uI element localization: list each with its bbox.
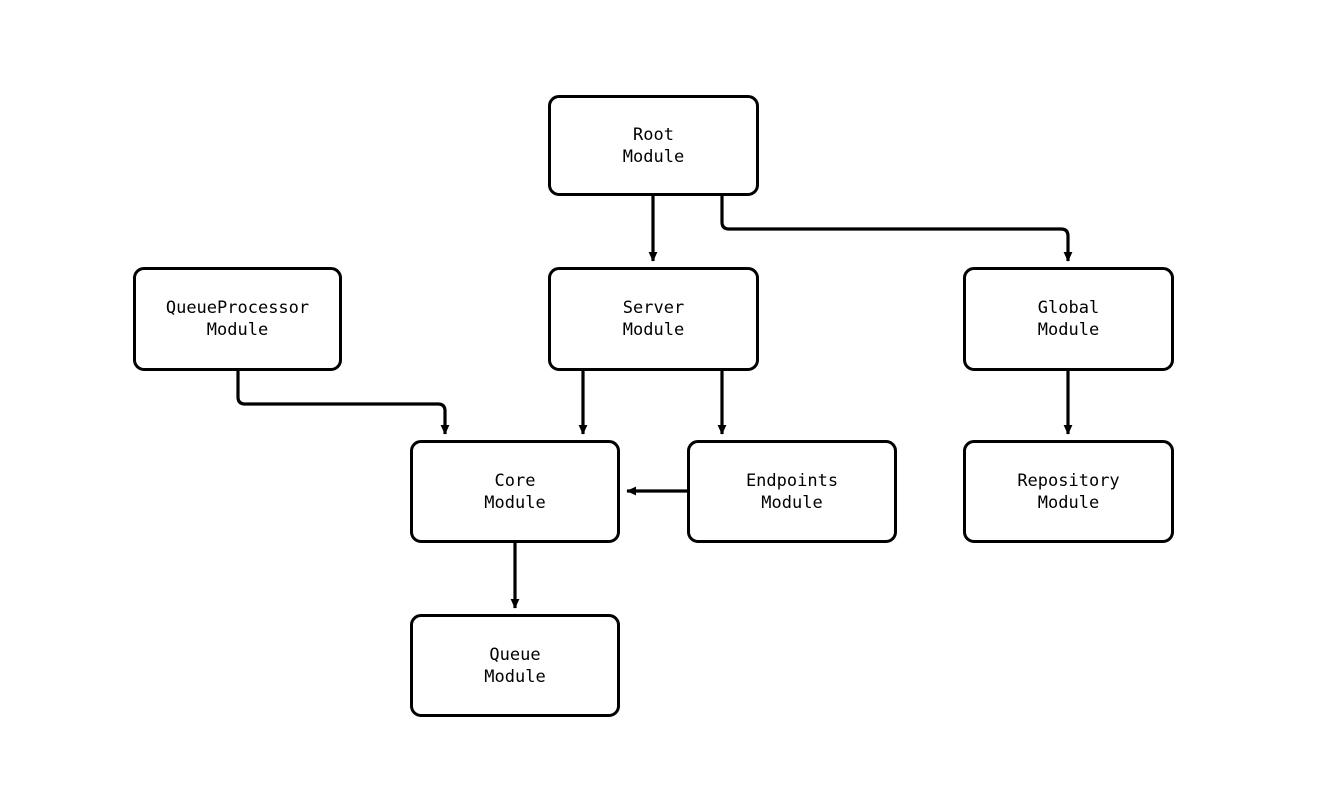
- node-queueprocessor-module-label-line1: QueueProcessor: [165, 298, 310, 318]
- node-global-module[interactable]: Global Module: [963, 267, 1174, 371]
- node-repository-module-label-line2: Module: [1037, 492, 1100, 513]
- node-global-module-label-line2: Module: [1037, 320, 1100, 340]
- edge-queueprocessor-to-core: [236, 371, 450, 435]
- node-root-module-label-line1: Root: [633, 124, 674, 145]
- node-root-module[interactable]: Root Module: [548, 95, 759, 196]
- node-endpoints-module[interactable]: Endpoints Module: [687, 440, 897, 543]
- node-server-module[interactable]: Server Module: [548, 267, 759, 371]
- node-server-module-label-line1: Server: [622, 298, 685, 318]
- node-repository-module[interactable]: Repository Module: [963, 440, 1174, 543]
- node-repository-module-label-line1: Repository: [1017, 470, 1120, 491]
- node-server-module-label-line2: Module: [622, 320, 685, 340]
- node-queue-module-label-line2: Module: [484, 666, 546, 687]
- node-core-module-label-line2: Module: [484, 492, 546, 513]
- node-core-module[interactable]: Core Module: [410, 440, 620, 543]
- node-global-module-label-line1: Global: [1037, 298, 1100, 318]
- node-queueprocessor-module[interactable]: QueueProcessor Module: [133, 267, 342, 371]
- node-queueprocessor-module-label-line2: Module: [206, 320, 269, 340]
- node-core-module-label-line1: Core: [494, 470, 536, 491]
- node-root-module-label-line2: Module: [622, 146, 685, 167]
- edge-root-to-global: [720, 196, 1073, 262]
- node-endpoints-module-label-line2: Module: [761, 492, 823, 513]
- node-queue-module[interactable]: Queue Module: [410, 614, 620, 717]
- node-endpoints-module-label-line1: Endpoints: [745, 470, 839, 491]
- node-queue-module-label-line1: Queue: [489, 644, 541, 665]
